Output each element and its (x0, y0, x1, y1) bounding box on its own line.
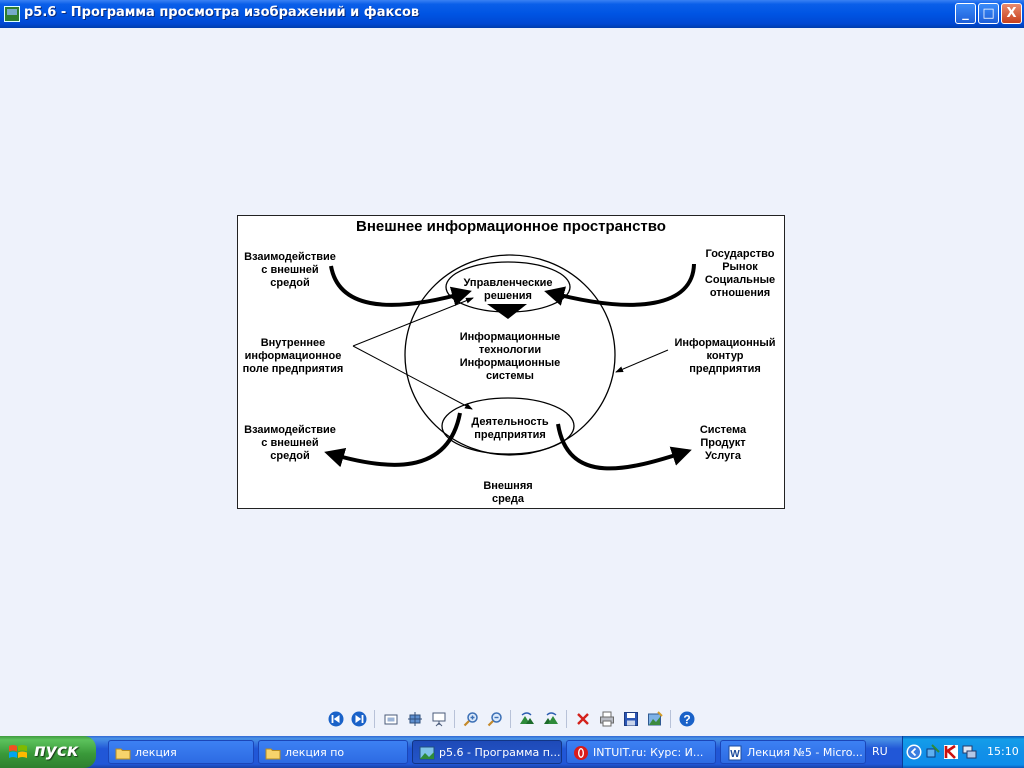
rotate-counterclockwise-icon[interactable] (542, 710, 560, 728)
start-button[interactable]: пуск (0, 736, 96, 768)
opera-icon (574, 746, 588, 760)
bottom-center-line: среда (492, 493, 525, 505)
left-mid-line: поле предприятия (243, 363, 344, 375)
task-label: INTUIT.ru: Курс: И... (593, 746, 704, 759)
top-right-line: Рынок (722, 261, 758, 273)
outer-circle (404, 254, 616, 456)
arrow-top-left (329, 265, 472, 307)
minimize-button[interactable]: _ (955, 3, 976, 24)
close-button[interactable]: X (1001, 3, 1022, 24)
folder-icon (265, 748, 281, 760)
diagram-image: Внешнее информационное пространство Взаи… (237, 215, 785, 509)
bottom-left-line: с внешней (261, 437, 318, 449)
zoom-in-icon[interactable] (462, 710, 480, 728)
toolbar-separator (510, 710, 511, 728)
arrow-bottom-right (556, 423, 692, 471)
zoom-out-icon[interactable] (486, 710, 504, 728)
delete-icon[interactable] (574, 710, 592, 728)
task-button-browser[interactable]: INTUIT.ru: Курс: И... (566, 740, 716, 764)
left-mid-line: информационное (245, 350, 342, 362)
top-left-line: средой (270, 277, 309, 289)
bottom-right-line: Система (700, 424, 747, 436)
image-viewer-icon (4, 6, 20, 22)
bottom-right-line: Услуга (705, 450, 742, 462)
show-hidden-icons-icon[interactable] (906, 744, 922, 760)
task-button-word[interactable]: W Лекция №5 - Micro... (720, 740, 866, 764)
network-icon[interactable] (925, 744, 941, 760)
top-left-line: с внешней (261, 264, 318, 276)
top-left-line: Взаимодействие (244, 251, 336, 263)
bottom-center-line: Внешняя (483, 480, 532, 492)
system-tray: 15:10 (902, 736, 1024, 768)
toolbar-separator (566, 710, 567, 728)
top-right-line: отношения (710, 287, 770, 299)
thin-arrow-to-activity (352, 345, 473, 410)
maximize-button[interactable]: □ (978, 3, 999, 24)
bottom-left-line: средой (270, 450, 309, 462)
viewer-toolbar: ? (324, 708, 704, 730)
arrow-top-right (544, 263, 696, 307)
right-mid-line: контур (706, 350, 743, 362)
antivirus-icon[interactable] (943, 744, 959, 760)
window-title: p5.6 - Программа просмотра изображений и… (24, 5, 420, 20)
activity-line: предприятия (474, 429, 546, 441)
start-label: пуск (34, 741, 79, 761)
diagram-title: Внешнее информационное пространство (356, 218, 666, 235)
display-icon[interactable] (961, 744, 977, 760)
actual-size-icon[interactable] (406, 710, 424, 728)
help-icon[interactable]: ? (678, 710, 696, 728)
svg-text:?: ? (683, 713, 690, 727)
toolbar-separator (454, 710, 455, 728)
word-icon: W (728, 745, 742, 761)
center-line: системы (486, 370, 534, 382)
svg-text:W: W (730, 749, 740, 760)
slideshow-icon[interactable] (430, 710, 448, 728)
bottom-left-line: Взаимодействие (244, 424, 336, 436)
windows-logo-icon (9, 745, 27, 758)
toolbar-separator (374, 710, 375, 728)
language-indicator[interactable]: RU (872, 745, 888, 758)
top-right-line: Государство (706, 248, 775, 260)
activity-ellipse (441, 397, 575, 455)
task-label: лекция по (285, 746, 345, 759)
down-triangle (487, 304, 527, 319)
decisions-line: Управленческие (464, 277, 553, 289)
task-label: Лекция №5 - Micro... (747, 746, 863, 759)
task-button-lecture-on[interactable]: лекция по (258, 740, 408, 764)
image-viewer-icon (419, 746, 435, 760)
task-label: лекция (135, 746, 177, 759)
right-mid-line: предприятия (689, 363, 761, 375)
thin-arrow-to-decisions (352, 297, 474, 347)
task-label: p5.6 - Программа п... (439, 746, 561, 759)
center-line: Информационные (460, 357, 560, 369)
title-bar[interactable]: p5.6 - Программа просмотра изображений и… (0, 0, 1024, 28)
previous-image-icon[interactable] (327, 710, 345, 728)
bottom-right-line: Продукт (700, 437, 746, 449)
arrow-bottom-left (324, 412, 462, 468)
rotate-clockwise-icon[interactable] (518, 710, 536, 728)
task-button-lecture[interactable]: лекция (108, 740, 254, 764)
toolbar-separator (670, 710, 671, 728)
center-line: Информационные (460, 331, 560, 343)
print-icon[interactable] (598, 710, 616, 728)
decisions-line: решения (484, 290, 532, 302)
activity-line: Деятельность (471, 416, 548, 428)
clock[interactable]: 15:10 (987, 745, 1019, 758)
task-button-image-viewer[interactable]: p5.6 - Программа п... (412, 740, 562, 764)
left-mid-line: Внутреннее (261, 337, 326, 349)
next-image-icon[interactable] (350, 710, 368, 728)
top-right-line: Социальные (705, 274, 775, 286)
edit-icon[interactable] (646, 710, 664, 728)
right-mid-line: Информационный (674, 337, 775, 349)
taskbar: пуск лекция лекция по p5.6 - Программа п… (0, 736, 1024, 768)
center-line: технологии (479, 344, 541, 356)
thin-arrow-to-contour (615, 349, 669, 373)
folder-icon (115, 748, 131, 760)
save-icon[interactable] (622, 710, 640, 728)
diagram-svg: Внешнее информационное пространство Взаи… (243, 218, 776, 505)
best-fit-icon[interactable] (382, 710, 400, 728)
